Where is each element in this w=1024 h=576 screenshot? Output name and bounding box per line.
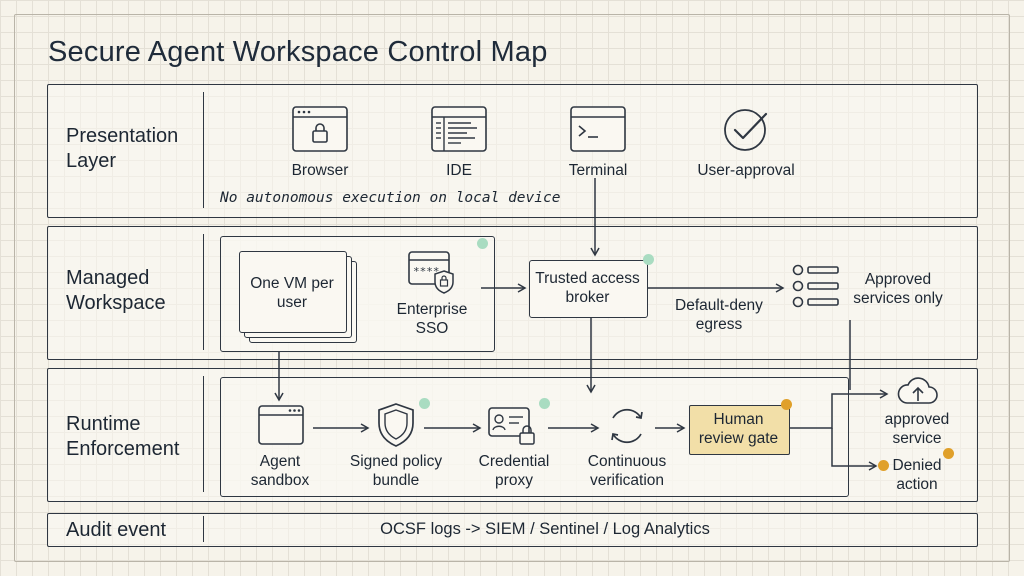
svg-text:****: **** [413,265,440,278]
browser-lock-icon [292,106,348,152]
arrow-gate-to-approved [790,389,889,429]
audit-text: OCSF logs -> SIEM / Sentinel / Log Analy… [380,520,710,538]
credential-proxy-label: Credential proxy [478,453,550,489]
continuous-verification-label: Continuous verification [587,453,667,489]
denied-status-dot-left [878,460,889,471]
managed-workspace-label: Managed Workspace [66,267,166,314]
gate-status-dot [781,399,792,410]
band-presentation [47,84,978,218]
divider-audit [203,516,204,542]
terminal-icon [570,106,626,152]
page-title: Secure Agent Workspace Control Map [48,36,548,68]
vm-card [239,251,347,333]
divider-presentation [203,92,204,208]
divider-runtime [203,376,204,492]
sso-label: Enterprise SSO [396,301,468,337]
divider-managed [203,234,204,350]
cloud-upload-icon [897,377,938,404]
band-managed [47,226,978,360]
broker-status-dot [643,254,654,265]
access-broker-label: Trusted access broker [535,270,640,306]
refresh-cycle-icon [611,408,643,444]
human-review-gate-box [689,405,790,455]
ide-label: IDE [446,162,472,179]
approved-service-label: approved service [884,411,950,447]
agent-sandbox-label: Agent sandbox [250,453,310,489]
runtime-enforcement-label: Runtime Enforcement [66,413,180,460]
proxy-status-dot [539,398,550,409]
terminal-label: Terminal [568,162,628,179]
check-circle-icon [724,109,768,151]
human-review-gate-label: Human review gate [698,411,779,447]
id-card-lock-icon [488,407,535,445]
browser-label: Browser [291,162,349,179]
sso-card-lock-icon: **** [408,251,454,294]
policy-bundle-label: Signed policy bundle [349,453,443,489]
window-icon [258,405,304,445]
list-icon [792,264,839,308]
shield-icon [378,403,414,447]
band-audit [47,513,978,547]
presentation-layer-label: Presentation Layer [66,125,179,172]
policy-status-dot [419,398,430,409]
vm-label: One VM per user [250,275,334,311]
outer-frame [14,14,1010,562]
egress-label: Default-deny egress [675,297,763,333]
denied-action-label: Denied action [892,457,942,493]
audit-event-label: Audit event [66,519,167,541]
sso-status-dot [477,238,488,249]
denied-status-dot-right [943,448,954,459]
ide-code-icon [431,106,487,152]
access-broker-box [529,260,648,318]
approved-services-label: Approved services only [853,271,943,307]
user-approval-label: User-approval [697,162,795,179]
local-device-note: No autonomous execution on local device [220,190,561,206]
arrow-gate-to-denied [831,428,878,471]
